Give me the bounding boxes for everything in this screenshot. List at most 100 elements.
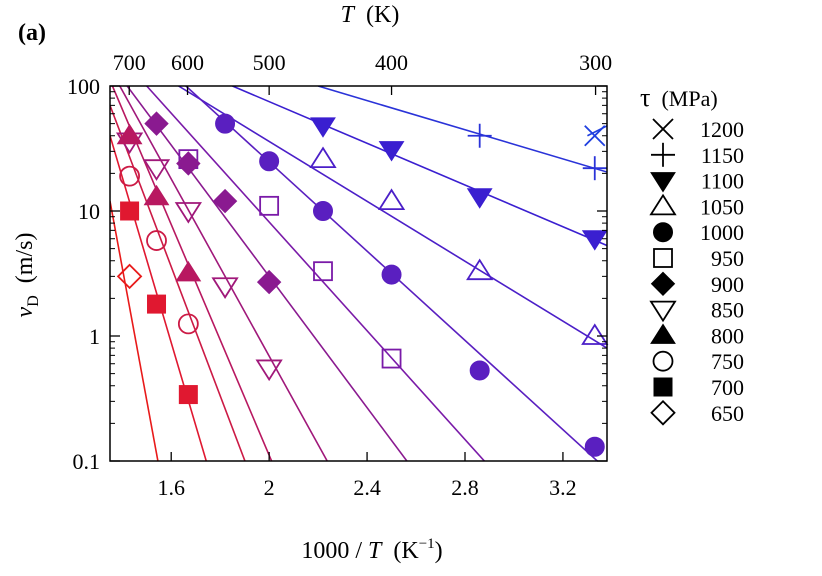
legend-label-1100: 1100 [701,169,744,194]
point-850-1 [142,159,171,181]
point-800-0 [116,123,143,145]
point-650-0 [116,263,143,290]
point-700-2 [178,385,198,405]
point-800-1 [143,184,170,206]
data-points [115,111,609,457]
point-950-3 [381,348,402,369]
point-950-1 [259,195,280,216]
plot-frame [109,85,608,462]
x-axis-title-var: T [368,538,383,564]
legend-marker-800 [650,323,676,344]
point-1200-0 [584,125,606,147]
legend-label-650: 650 [711,401,744,426]
point-850-2 [174,202,202,224]
point-700-0 [120,201,140,221]
legend-marker-950 [653,248,673,268]
y-axis-title-var: v [12,306,38,317]
y-tick-label-3: 100 [67,74,100,99]
legend-marker-900 [650,271,676,297]
x-tick-label-4: 3.2 [549,475,577,500]
point-800-2 [175,260,202,282]
point-1000-4 [469,360,490,381]
point-950-2 [313,261,333,282]
y-axis-title-unit: (m/s) [12,233,38,296]
legend-marker-1000 [653,222,673,243]
top-axis-title-unit: (K) [354,2,399,28]
top-tick-label-0: 700 [113,50,146,75]
legend-marker-1150 [651,142,675,167]
y-axis-title-sub: D [25,295,42,307]
fit-line-750 [110,105,246,461]
fit-line-650 [110,200,159,461]
legend-label-750: 750 [711,349,744,374]
point-1000-3 [381,264,402,285]
legend-title-symbol: τ [640,83,650,112]
x-tick-label-2: 2.4 [353,475,381,500]
x-axis-title-unit-open: (K [381,538,419,564]
legend-marker-1200 [652,118,674,140]
legend-marker-1100 [650,172,676,193]
top-tick-label-1: 600 [171,50,204,75]
x-tick-label-0: 1.6 [157,475,185,500]
point-750-1 [146,230,167,251]
x-tick-label-1: 2 [264,475,275,500]
axes: 1.6 2 2.4 2.8 3.2 700 600 500 400 300 0.1 1 10 100 [67,50,612,500]
point-1000-0 [215,113,236,134]
top-axis-title-var: T [341,2,356,28]
legend-label-950: 950 [711,246,744,271]
legend-title-unit: (MPa) [650,86,717,111]
legend-marker-850 [649,300,677,323]
legend-marker-1050 [649,193,677,216]
point-1050-1 [377,188,406,211]
top-tick-label-2: 500 [253,50,286,75]
x-tick-label-3: 2.8 [451,475,479,500]
point-1050-0 [309,146,337,169]
point-1000-5 [584,436,605,457]
fit-line-1150 [317,86,607,173]
point-1100-2 [466,188,493,209]
point-700-1 [147,294,167,314]
point-1100-1 [378,141,405,162]
legend-label-800: 800 [711,323,744,348]
x-axis-title-unit-sup: −1 [419,536,435,552]
top-tick-label-4: 300 [579,50,612,75]
point-850-4 [255,359,283,382]
point-1150-1 [582,156,607,181]
legend: 1200115011001050100095090085080075070065… [649,117,744,426]
point-1000-1 [259,151,280,172]
point-900-3 [256,269,282,295]
point-750-2 [177,313,199,335]
point-850-3 [211,277,239,299]
legend-label-1000: 1000 [700,220,744,245]
point-1100-0 [310,117,336,138]
y-tick-label-1: 1 [89,324,100,349]
point-1150-0 [467,123,492,148]
legend-label-850: 850 [711,298,744,323]
x-axis-title: 1000 / T (K−1) [301,536,442,564]
legend-label-1200: 1200 [700,117,744,142]
y-axis-title-group: vD (m/s) [12,233,42,318]
fit-line-850 [119,86,329,461]
legend-marker-650 [650,400,676,426]
point-1100-3 [581,230,608,251]
legend-marker-750 [652,350,674,372]
x-axis-title-unit-close: ) [435,538,443,564]
top-axis-title: T (K) [341,2,400,28]
fit-line-950 [146,86,486,461]
fit-line-1050 [178,86,607,349]
point-1050-3 [581,323,609,345]
y-tick-label-2: 10 [78,199,100,224]
y-axis-title: vD (m/s) [12,233,42,318]
legend-label-700: 700 [711,375,744,400]
legend-label-900: 900 [711,272,744,297]
point-750-0 [119,165,140,187]
legend-label-1050: 1050 [700,194,744,219]
point-900-2 [212,188,238,214]
legend-label-1150: 1150 [701,143,744,168]
y-tick-label-0: 0.1 [73,449,101,474]
panel-label: (a) [18,20,46,46]
top-tick-label-3: 400 [375,50,408,75]
legend-marker-700 [653,377,673,397]
point-900-0 [144,111,169,136]
